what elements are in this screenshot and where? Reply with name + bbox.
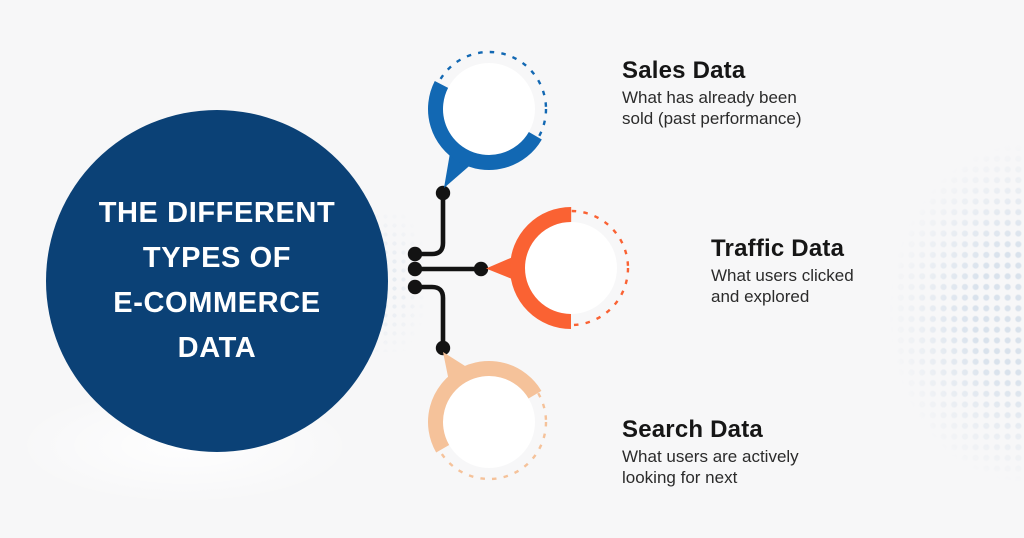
traffic-node-solid-arc (510, 207, 632, 329)
connector-dot (407, 279, 423, 295)
traffic-label-block: Traffic Data What users clicked and expl… (711, 235, 854, 307)
search-description-line-2: looking for next (622, 467, 738, 487)
title-line-2: TYPES OF (142, 242, 292, 274)
sales-label-block: Sales Data What has already been sold (p… (622, 57, 802, 129)
connector-line-search (412, 284, 446, 351)
connector-lines (412, 190, 484, 351)
traffic-description-line-1: What users clicked (711, 266, 854, 285)
search-description: What users are actively looking for next (622, 447, 799, 488)
sales-description: What has already been sold (past perform… (622, 88, 802, 129)
title-line-4: DATA (177, 332, 257, 364)
connector-dot (407, 246, 423, 262)
page-title: THE DIFFERENT TYPES OF E-COMMERCE DATA (99, 191, 336, 371)
traffic-node-inner-circle (525, 222, 617, 314)
connector-dot (435, 340, 451, 356)
connector-dot (407, 261, 423, 277)
search-node-solid-arc (428, 361, 550, 483)
title-line-3: E-COMMERCE (113, 287, 321, 319)
connector-dots (407, 185, 489, 356)
node-search (428, 352, 550, 483)
sales-node-solid-arc (428, 48, 550, 170)
traffic-description: What users clicked and explored (711, 266, 854, 307)
node-traffic (486, 207, 632, 329)
node-sales (428, 48, 550, 188)
title-circle: THE DIFFERENT TYPES OF E-COMMERCE DATA (46, 110, 388, 452)
connector-dot (435, 185, 451, 201)
traffic-heading: Traffic Data (711, 235, 845, 262)
search-label-block: Search Data What users are actively look… (622, 416, 799, 488)
sales-description-line-1: What has already been (622, 88, 797, 107)
search-heading: Search Data (622, 416, 763, 443)
connector-dot (473, 261, 489, 277)
sales-heading: Sales Data (622, 57, 746, 84)
sales-description-line-2: sold (past performance) (622, 108, 802, 128)
sales-node-inner-circle (443, 63, 535, 155)
search-description-line-1: What users are actively (622, 447, 799, 466)
title-line-1: THE DIFFERENT (98, 197, 336, 229)
search-node-inner-circle (443, 376, 535, 468)
connector-line-sales (412, 190, 446, 257)
traffic-description-line-2: and explored (711, 286, 810, 306)
